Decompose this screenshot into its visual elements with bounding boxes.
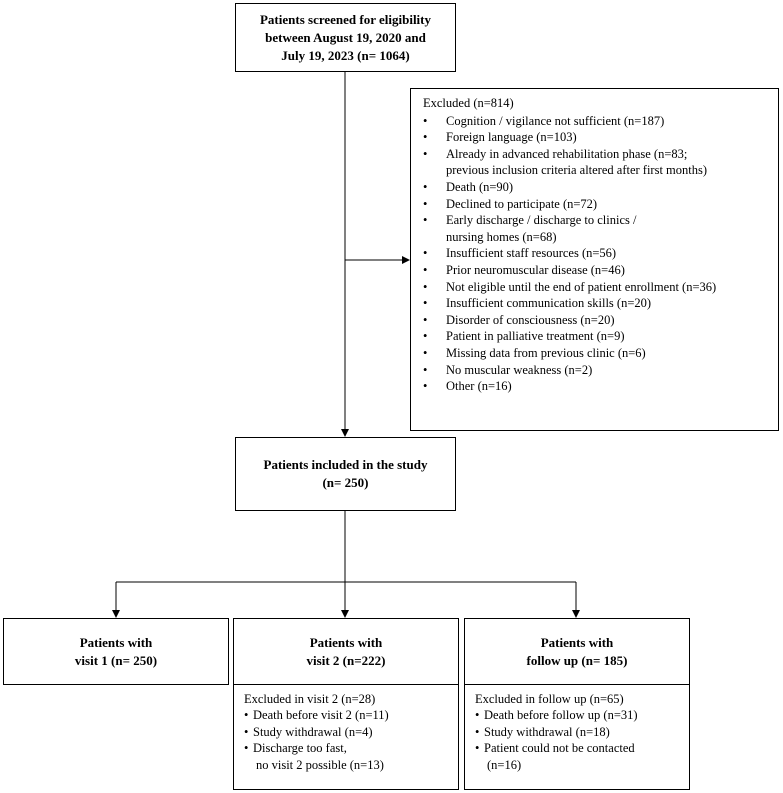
followup-excluded-box: Excluded in follow up (n=65) Death befor… <box>464 684 690 790</box>
screened-line-2: between August 19, 2020 and <box>265 29 426 45</box>
exclusion-reason-item: Disorder of consciousness (n=20) <box>423 312 772 329</box>
followup-box: Patients with follow up (n= 185) <box>464 618 690 685</box>
exclusion-reason-text: Declined to participate (n=72) <box>446 196 598 211</box>
exclusion-reason-text: Not eligible until the end of patient en… <box>446 279 717 294</box>
exclusion-reason-item: Prior neuromuscular disease (n=46) <box>423 262 772 279</box>
exclusion-reason-text: Death (n=90) <box>446 179 514 194</box>
visit2-excluded-list: Death before visit 2 (n=11)Study withdra… <box>244 707 452 773</box>
exclusion-reason-text: Study withdrawal (n=4) <box>253 724 373 739</box>
followup-excluded-list: Death before follow up (n=31)Study withd… <box>475 707 683 773</box>
visit2-excluded-box: Excluded in visit 2 (n=28) Death before … <box>233 684 459 790</box>
visit2-excluded-header: Excluded in visit 2 (n=28) <box>244 692 376 706</box>
exclusion-reason-item: Study withdrawal (n=18) <box>475 724 683 741</box>
exclusion-reason-text: Cognition / vigilance not sufficient (n=… <box>446 113 665 128</box>
exclusion-reason-text: Early discharge / discharge to clinics / <box>446 213 637 228</box>
exclusion-reason-item: Other (n=16) <box>423 378 772 395</box>
exclusion-reason-text: Foreign language (n=103) <box>446 130 577 145</box>
exclusion-reason-item: Discharge too fast,no visit 2 possible (… <box>244 740 452 773</box>
followup-excluded-header: Excluded in follow up (n=65) <box>475 692 624 706</box>
exclusion-reason-item: Already in advanced rehabilitation phase… <box>423 146 772 179</box>
visit1-line-1: Patients with <box>79 634 153 650</box>
exclusion-reason-text: Discharge too fast, <box>253 741 347 756</box>
exclusion-reason-item: Missing data from previous clinic (n=6) <box>423 345 772 362</box>
included-line-2: (n= 250) <box>322 475 369 490</box>
visit2-line-1: Patients with <box>309 634 383 650</box>
exclusion-reason-item: Patient could not be contacted(n=16) <box>475 740 683 773</box>
exclusion-reason-text: previous inclusion criteria altered afte… <box>446 163 708 178</box>
exclusion-reason-text: Study withdrawal (n=18) <box>484 724 610 739</box>
exclusion-reason-item: Patient in palliative treatment (n=9) <box>423 328 772 345</box>
included-line-1: Patients included in the study <box>263 457 428 472</box>
excluded-header: Excluded (n=814) <box>423 96 514 110</box>
exclusion-reason-item: Death (n=90) <box>423 179 772 196</box>
screened-line-3: July 19, 2023 (n= 1064) <box>281 47 410 63</box>
exclusion-reason-item: Study withdrawal (n=4) <box>244 724 452 741</box>
exclusion-reason-text: Death before visit 2 (n=11) <box>253 708 389 723</box>
exclusion-reason-text: nursing homes (n=68) <box>446 229 557 244</box>
exclusion-reason-text: Patient could not be contacted <box>484 741 635 756</box>
included-box: Patients included in the study (n= 250) <box>235 437 456 511</box>
exclusion-reason-text: Already in advanced rehabilitation phase… <box>446 146 688 161</box>
exclusion-reason-text: Insufficient communication skills (n=20) <box>446 296 652 311</box>
exclusion-reason-text: Other (n=16) <box>446 379 512 394</box>
visit1-line-2: visit 1 (n= 250) <box>74 652 158 668</box>
exclusion-reason-item: Foreign language (n=103) <box>423 129 772 146</box>
exclusion-reason-text: (n=16) <box>487 757 522 772</box>
exclusion-reason-text: Death before follow up (n=31) <box>484 708 638 723</box>
exclusion-reason-item: Insufficient communication skills (n=20) <box>423 295 772 312</box>
excluded-box: Excluded (n=814) Cognition / vigilance n… <box>410 88 779 431</box>
excluded-reasons-list: Cognition / vigilance not sufficient (n=… <box>423 113 772 395</box>
visit2-line-2: visit 2 (n=222) <box>306 652 386 668</box>
exclusion-reason-text: No muscular weakness (n=2) <box>446 362 593 377</box>
exclusion-reason-text: no visit 2 possible (n=13) <box>256 757 384 772</box>
exclusion-reason-item: Insufficient staff resources (n=56) <box>423 245 772 262</box>
visit2-box: Patients with visit 2 (n=222) <box>233 618 459 685</box>
exclusion-reason-item: Death before visit 2 (n=11) <box>244 707 452 724</box>
followup-line-1: Patients with <box>540 634 614 650</box>
screened-line-1: Patients screened for eligibility <box>259 11 432 27</box>
exclusion-reason-text: Insufficient staff resources (n=56) <box>446 246 617 261</box>
screened-box: Patients screened for eligibility betwee… <box>235 3 456 72</box>
exclusion-reason-text: Prior neuromuscular disease (n=46) <box>446 262 625 277</box>
exclusion-reason-item: Death before follow up (n=31) <box>475 707 683 724</box>
exclusion-reason-text: Disorder of consciousness (n=20) <box>446 312 615 327</box>
exclusion-reason-text: Patient in palliative treatment (n=9) <box>446 329 625 344</box>
exclusion-reason-item: No muscular weakness (n=2) <box>423 362 772 379</box>
exclusion-reason-item: Cognition / vigilance not sufficient (n=… <box>423 113 772 130</box>
exclusion-reason-item: Early discharge / discharge to clinics /… <box>423 212 772 245</box>
exclusion-reason-item: Not eligible until the end of patient en… <box>423 279 772 296</box>
visit1-box: Patients with visit 1 (n= 250) <box>3 618 229 685</box>
exclusion-reason-text: Missing data from previous clinic (n=6) <box>446 345 646 360</box>
exclusion-reason-item: Declined to participate (n=72) <box>423 196 772 213</box>
followup-line-2: follow up (n= 185) <box>526 652 628 668</box>
